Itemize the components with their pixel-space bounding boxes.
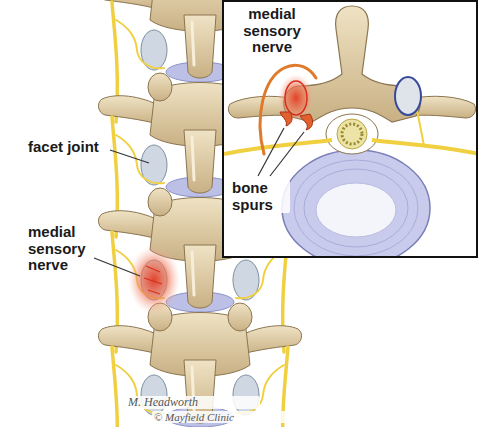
bone-spur xyxy=(280,112,292,126)
facet-joint xyxy=(395,77,421,115)
leader-line xyxy=(110,150,149,163)
disc-ring xyxy=(294,160,418,256)
watermark: M. Headworth xyxy=(126,396,260,409)
inset-box: medial sensory nerve bone spurs xyxy=(222,0,478,258)
disc-nucleus xyxy=(316,183,396,237)
nerve-bundle xyxy=(342,124,362,144)
part-label: medial sensory nerve xyxy=(28,224,102,274)
nerve-root xyxy=(224,140,332,154)
leader-lines xyxy=(94,150,149,276)
part-label: bone spurs xyxy=(232,180,290,213)
watermark: © Mayfield Clinic xyxy=(152,411,296,423)
inflamed-facet xyxy=(144,266,162,294)
spinal-canal xyxy=(326,114,378,154)
vertebral-body xyxy=(282,150,430,256)
medial-sensory-nerve xyxy=(260,65,316,154)
part-label: facet joint xyxy=(28,139,128,156)
leader-line xyxy=(94,258,140,276)
vertebra xyxy=(98,303,301,427)
disc-ring xyxy=(304,169,408,247)
nerve-bundle xyxy=(337,119,367,149)
inset-ground xyxy=(222,0,478,258)
axial-vertebra xyxy=(224,6,476,256)
leader-line xyxy=(270,132,304,176)
part-label: medial sensory nerve xyxy=(230,6,314,56)
bone-spur xyxy=(300,114,313,130)
leader-line xyxy=(258,128,284,176)
facet-joint xyxy=(285,81,307,115)
inflamed-facet xyxy=(128,246,180,314)
